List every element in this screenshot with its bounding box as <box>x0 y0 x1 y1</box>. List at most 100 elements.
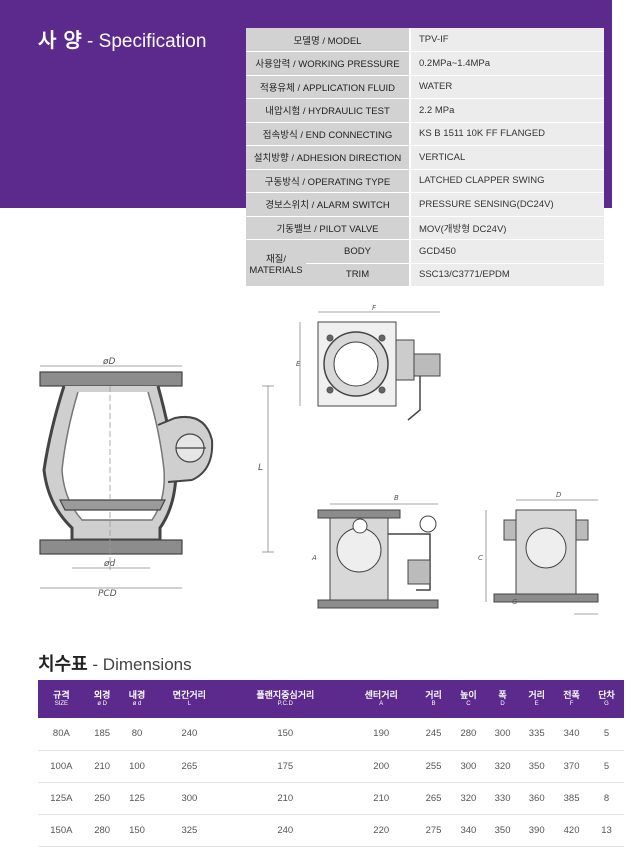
label-f: F <box>372 304 377 312</box>
label-g: G <box>512 598 518 606</box>
cell: 100A <box>38 750 85 783</box>
label-d: D <box>556 491 562 499</box>
cell: 360 <box>519 782 555 815</box>
spec-title-separator: - <box>81 31 99 52</box>
spec-value: VERTICAL <box>410 145 604 170</box>
spec-title-en: Specification <box>98 31 207 52</box>
dimensions-title-ko: 치수표 <box>38 654 88 675</box>
cell: 80A <box>38 718 85 751</box>
valve-top-view <box>299 311 441 421</box>
cell: 210 <box>346 782 417 815</box>
spec-label: 기동밸브 / PILOT VALVE <box>246 216 411 240</box>
cell: 190 <box>346 718 417 751</box>
cell: 385 <box>554 782 589 815</box>
cell: 320 <box>450 782 486 815</box>
spec-value: TPV-IF <box>410 28 604 52</box>
cell: 13 <box>589 814 624 847</box>
cell: 5 <box>589 750 624 783</box>
cell: 8 <box>589 782 624 815</box>
materials-body-value: GCD450 <box>410 239 604 264</box>
cell: 185 <box>84 718 120 751</box>
cell: 240 <box>224 814 347 847</box>
cell: 175 <box>224 750 347 783</box>
spec-value: 0.2MPa~1.4MPa <box>410 51 604 76</box>
cell: 300 <box>450 750 486 783</box>
cell: 265 <box>154 750 225 783</box>
spec-label: 적용유체 / APPLICATION FLUID <box>246 75 411 99</box>
cell: 280 <box>450 718 486 751</box>
cell: 335 <box>519 718 555 751</box>
label-b: B <box>394 494 399 502</box>
label-e: E <box>296 360 301 368</box>
cell: 200 <box>346 750 417 783</box>
spec-value: KS B 1511 10K FF FLANGED <box>410 122 604 146</box>
cell: 80 <box>119 718 155 751</box>
dimensions-section-title: 치수표 - Dimensions <box>38 650 192 676</box>
spec-label: 구동방식 / OPERATING TYPE <box>246 169 411 193</box>
cell: 340 <box>450 814 486 847</box>
spec-value: 2.2 MPa <box>410 98 604 123</box>
label-od: øD <box>102 357 116 367</box>
cell: 250 <box>84 782 120 815</box>
valve-technical-drawing: øD ød PCD L F E B A <box>39 304 599 615</box>
spec-value: PRESSURE SENSING(DC24V) <box>410 192 604 217</box>
spec-section-title: 사 양 - Specification <box>38 24 206 53</box>
spec-label: 설치방향 / ADHESION DIRECTION <box>246 145 411 170</box>
spec-row-materials-body: 재질/ MATERIALS BODY GCD450 <box>246 239 604 287</box>
spec-value: MOV(개방형 DC24V) <box>410 216 604 240</box>
cell: 350 <box>485 814 520 847</box>
cell: 210 <box>84 750 120 783</box>
spec-title-ko: 사 양 <box>38 28 82 52</box>
cell: 210 <box>224 782 347 815</box>
materials-body-label: BODY <box>306 239 411 264</box>
cell: 240 <box>154 718 225 751</box>
cell: 300 <box>485 718 520 751</box>
spec-value: WATER <box>410 75 604 99</box>
cell: 245 <box>416 718 451 751</box>
spec-label: 사용압력 / WORKING PRESSURE <box>246 51 411 76</box>
cell: 390 <box>519 814 555 847</box>
spec-value: LATCHED CLAPPER SWING <box>410 169 604 193</box>
spec-label: 접속방식 / END CONNECTING <box>246 122 411 146</box>
cell: 150 <box>224 718 347 751</box>
cell: 150 <box>119 814 155 847</box>
cell: 420 <box>554 814 589 847</box>
cell: 220 <box>346 814 417 847</box>
label-id: ød <box>103 559 116 569</box>
dimensions-title-separator: - <box>87 655 103 674</box>
cell: 320 <box>485 750 520 783</box>
label-pcd: PCD <box>98 589 117 599</box>
spec-label: 모델명 / MODEL <box>246 28 411 52</box>
cell: 5 <box>589 718 624 751</box>
valve-front-view <box>317 503 439 609</box>
cell: 325 <box>154 814 225 847</box>
cell: 125A <box>38 782 85 815</box>
materials-trim-label: TRIM <box>306 263 411 287</box>
materials-label: 재질/ MATERIALS <box>246 239 306 287</box>
cell: 350 <box>519 750 555 783</box>
label-c: C <box>478 554 483 562</box>
